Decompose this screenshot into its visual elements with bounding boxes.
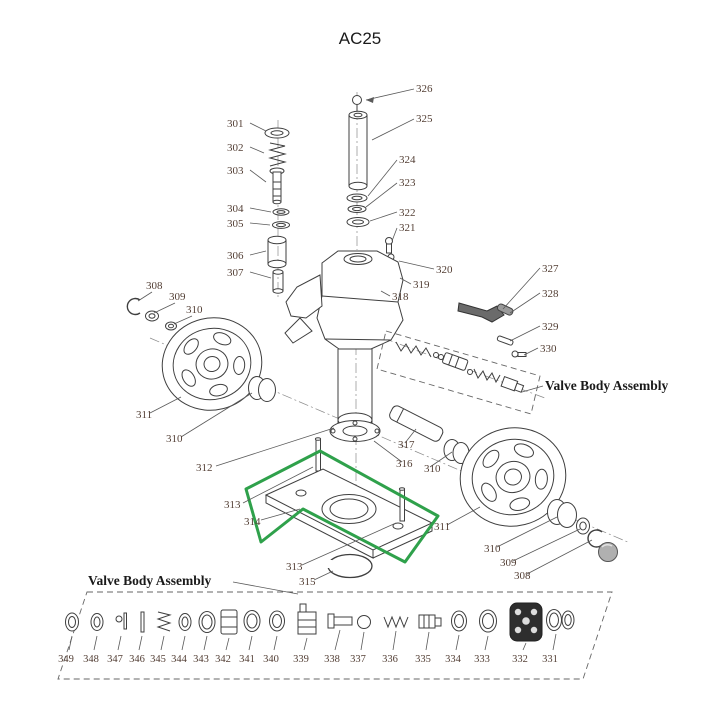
part-label-310-a: 310 xyxy=(186,304,203,316)
part-label-301: 301 xyxy=(227,118,244,130)
right-wheel xyxy=(459,427,567,527)
part-label-311-a: 311 xyxy=(136,409,152,421)
part-label-349: 349 xyxy=(58,654,74,665)
part-label-330: 330 xyxy=(540,343,557,355)
part-label-317: 317 xyxy=(398,439,415,451)
base-plate xyxy=(264,437,434,579)
part-label-316: 316 xyxy=(396,458,413,470)
part-label-344: 344 xyxy=(171,654,188,665)
part-label-308-a: 308 xyxy=(146,280,163,292)
part-label-343: 343 xyxy=(193,654,209,665)
part-label-304: 304 xyxy=(227,203,244,215)
bottom-parts-box xyxy=(57,591,613,680)
part-label-319: 319 xyxy=(413,279,430,291)
valve-body-assembly-label-bottom: Valve Body Assembly xyxy=(88,573,212,588)
part-label-310-c: 310 xyxy=(424,463,441,475)
part-label-329: 329 xyxy=(542,321,559,333)
part-label-322: 322 xyxy=(399,207,416,219)
part-label-302: 302 xyxy=(227,142,244,154)
part-label-326: 326 xyxy=(416,83,433,95)
part-label-320: 320 xyxy=(436,264,453,276)
part-label-342: 342 xyxy=(215,654,231,665)
part-label-334: 334 xyxy=(445,654,462,665)
part-label-347: 347 xyxy=(107,654,123,665)
page-title: AC25 xyxy=(339,29,382,48)
part-label-327: 327 xyxy=(542,263,559,275)
part-label-348: 348 xyxy=(83,654,99,665)
part-label-318: 318 xyxy=(392,291,409,303)
part-label-309-b: 309 xyxy=(500,557,517,569)
part-label-307: 307 xyxy=(227,267,244,279)
axle-shaft xyxy=(389,405,444,442)
part-label-305: 305 xyxy=(227,218,244,230)
leader-lines xyxy=(68,88,593,651)
part-label-346: 346 xyxy=(129,654,145,665)
part-label-331: 331 xyxy=(542,654,558,665)
part-label-303: 303 xyxy=(227,165,244,177)
left-wheel xyxy=(161,317,263,411)
left-axle-clips xyxy=(126,297,177,331)
part-label-310-d: 310 xyxy=(484,543,501,555)
part-label-314: 314 xyxy=(244,516,261,528)
part-label-328: 328 xyxy=(542,288,559,300)
part-label-324: 324 xyxy=(399,154,416,166)
release-lever xyxy=(457,302,527,358)
part-label-332: 332 xyxy=(512,654,528,665)
plunger-assembly xyxy=(346,95,403,288)
part-label-323: 323 xyxy=(399,177,416,189)
part-label-325: 325 xyxy=(416,113,433,125)
part-label-312: 312 xyxy=(196,462,213,474)
part-label-333: 333 xyxy=(474,654,490,665)
part-label-335: 335 xyxy=(415,654,431,665)
part-label-336: 336 xyxy=(382,654,398,665)
part-label-308-b: 308 xyxy=(514,570,531,582)
part-label-313-a: 313 xyxy=(224,499,241,511)
fastener-stack xyxy=(264,127,290,294)
part-label-340: 340 xyxy=(263,654,279,665)
highlight-outline-314 xyxy=(244,449,440,564)
valve-body-assembly-box xyxy=(376,330,541,415)
part-label-315: 315 xyxy=(299,576,316,588)
part-label-338: 338 xyxy=(324,654,340,665)
part-label-306: 306 xyxy=(227,250,244,262)
bottom-part-labels: 349 348 347 346 345 344 343 342 341 340 … xyxy=(58,654,558,665)
part-label-309-a: 309 xyxy=(169,291,186,303)
part-label-339: 339 xyxy=(293,654,309,665)
right-axle-clips xyxy=(547,499,618,562)
part-label-345: 345 xyxy=(150,654,166,665)
part-label-313-b: 313 xyxy=(286,561,303,573)
valve-body-assembly-label-right: Valve Body Assembly xyxy=(545,378,669,393)
left-wheel-bearing xyxy=(248,376,276,402)
pump-body xyxy=(284,250,404,442)
part-label-310-b: 310 xyxy=(166,433,183,445)
part-label-311-b: 311 xyxy=(434,521,450,533)
part-label-341: 341 xyxy=(239,654,255,665)
part-labels: 301 302 303 304 305 306 307 308 309 310 … xyxy=(136,83,559,588)
part-label-337: 337 xyxy=(350,654,366,665)
part-label-321: 321 xyxy=(399,222,416,234)
